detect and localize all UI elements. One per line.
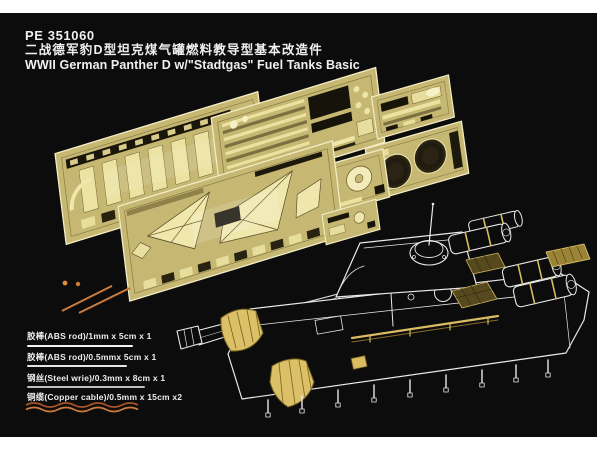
pe-fret-top-right — [371, 74, 455, 140]
pe-fret-sheets — [54, 66, 470, 302]
header: PE 351060 二战德军豹D型坦克煤气罐燃料教导型基本改造件 WWII Ge… — [25, 28, 360, 73]
copper-dot — [62, 280, 68, 286]
panther-tank-line-art — [176, 202, 591, 418]
front-skirt-lower — [269, 358, 315, 408]
copper-dot — [75, 281, 81, 287]
copper-sample-bits — [61, 280, 131, 314]
brass-accents — [220, 243, 591, 408]
product-code: PE 351060 — [25, 28, 95, 43]
turret — [335, 202, 478, 298]
brass-box — [350, 355, 368, 370]
pe-fret-small — [321, 198, 381, 246]
front-fender-upper — [220, 308, 264, 352]
mounting-pegs — [265, 359, 551, 418]
side-rail — [350, 314, 500, 343]
antenna — [428, 202, 435, 246]
title-english: WWII German Panther D w/"Stadtgas" Fuel … — [25, 58, 360, 72]
copper-rod — [61, 285, 113, 312]
pe-fret-bottom-large — [117, 140, 345, 302]
muzzle-brake — [176, 325, 203, 350]
engine-deck-mesh — [451, 252, 506, 309]
title-chinese: 二战德军豹D型坦克煤气罐燃料教导型基本改造件 — [25, 43, 323, 57]
rear-ribbed-panel — [545, 243, 591, 268]
copper-rod — [78, 287, 131, 314]
